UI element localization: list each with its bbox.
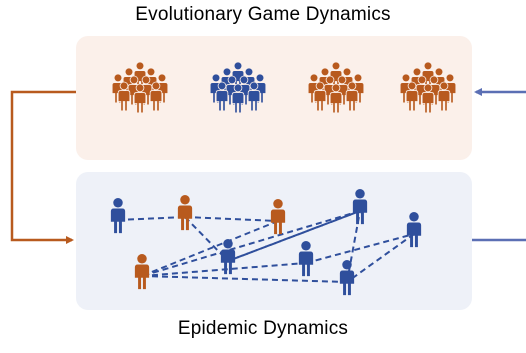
network-node bbox=[177, 195, 193, 231]
people-group-icon bbox=[209, 61, 267, 114]
network-node bbox=[110, 198, 126, 234]
game-to-epidemic-arrow bbox=[10, 90, 76, 244]
network-edge bbox=[141, 275, 348, 283]
evolutionary-game-dynamics-title: Evolutionary Game Dynamics bbox=[135, 4, 391, 25]
network-node bbox=[270, 199, 286, 235]
crowd-person-icon bbox=[345, 81, 359, 112]
person-icon bbox=[134, 254, 150, 290]
crowd-person-icon bbox=[231, 83, 245, 114]
person-icon bbox=[177, 195, 193, 231]
network-edge bbox=[117, 216, 186, 221]
network-edge bbox=[141, 220, 279, 277]
network-edge bbox=[184, 216, 279, 222]
crowd-person-icon bbox=[149, 81, 163, 112]
person-icon bbox=[339, 260, 355, 296]
network-edge bbox=[141, 210, 361, 277]
network-edge bbox=[184, 216, 229, 262]
person-icon bbox=[220, 239, 236, 275]
crowd-person-icon bbox=[313, 81, 327, 112]
network-edge bbox=[227, 210, 361, 262]
person-icon bbox=[298, 241, 314, 277]
crowd-person-icon bbox=[247, 81, 261, 112]
network-node bbox=[298, 241, 314, 277]
population-groups bbox=[111, 61, 457, 114]
network-node bbox=[352, 189, 368, 225]
crowd-person-icon bbox=[421, 83, 435, 114]
person-icon bbox=[270, 199, 286, 235]
people-group-icon bbox=[111, 61, 169, 114]
network-node bbox=[220, 239, 236, 275]
game-population-panel bbox=[76, 36, 472, 160]
crowd-person-icon bbox=[329, 83, 343, 114]
network-edges bbox=[117, 210, 415, 283]
network-edge bbox=[305, 233, 415, 264]
network-node bbox=[406, 212, 422, 248]
crowd-person-icon bbox=[437, 81, 451, 112]
person-icon bbox=[110, 198, 126, 234]
crowd-person-icon bbox=[133, 83, 147, 114]
epidemic-network-panel bbox=[76, 172, 472, 310]
network-edge bbox=[346, 233, 415, 283]
person-icon bbox=[352, 189, 368, 225]
person-icon bbox=[406, 212, 422, 248]
network-node bbox=[339, 260, 355, 296]
crowd-person-icon bbox=[117, 81, 131, 112]
epidemic-dynamics-title: Epidemic Dynamics bbox=[177, 318, 349, 339]
crowd-person-icon bbox=[215, 81, 229, 112]
people-group-icon bbox=[307, 61, 365, 114]
network-edge bbox=[141, 262, 307, 277]
people-group-icon bbox=[399, 61, 457, 114]
network-nodes bbox=[110, 189, 422, 296]
network-node bbox=[134, 254, 150, 290]
crowd-person-icon bbox=[405, 81, 419, 112]
